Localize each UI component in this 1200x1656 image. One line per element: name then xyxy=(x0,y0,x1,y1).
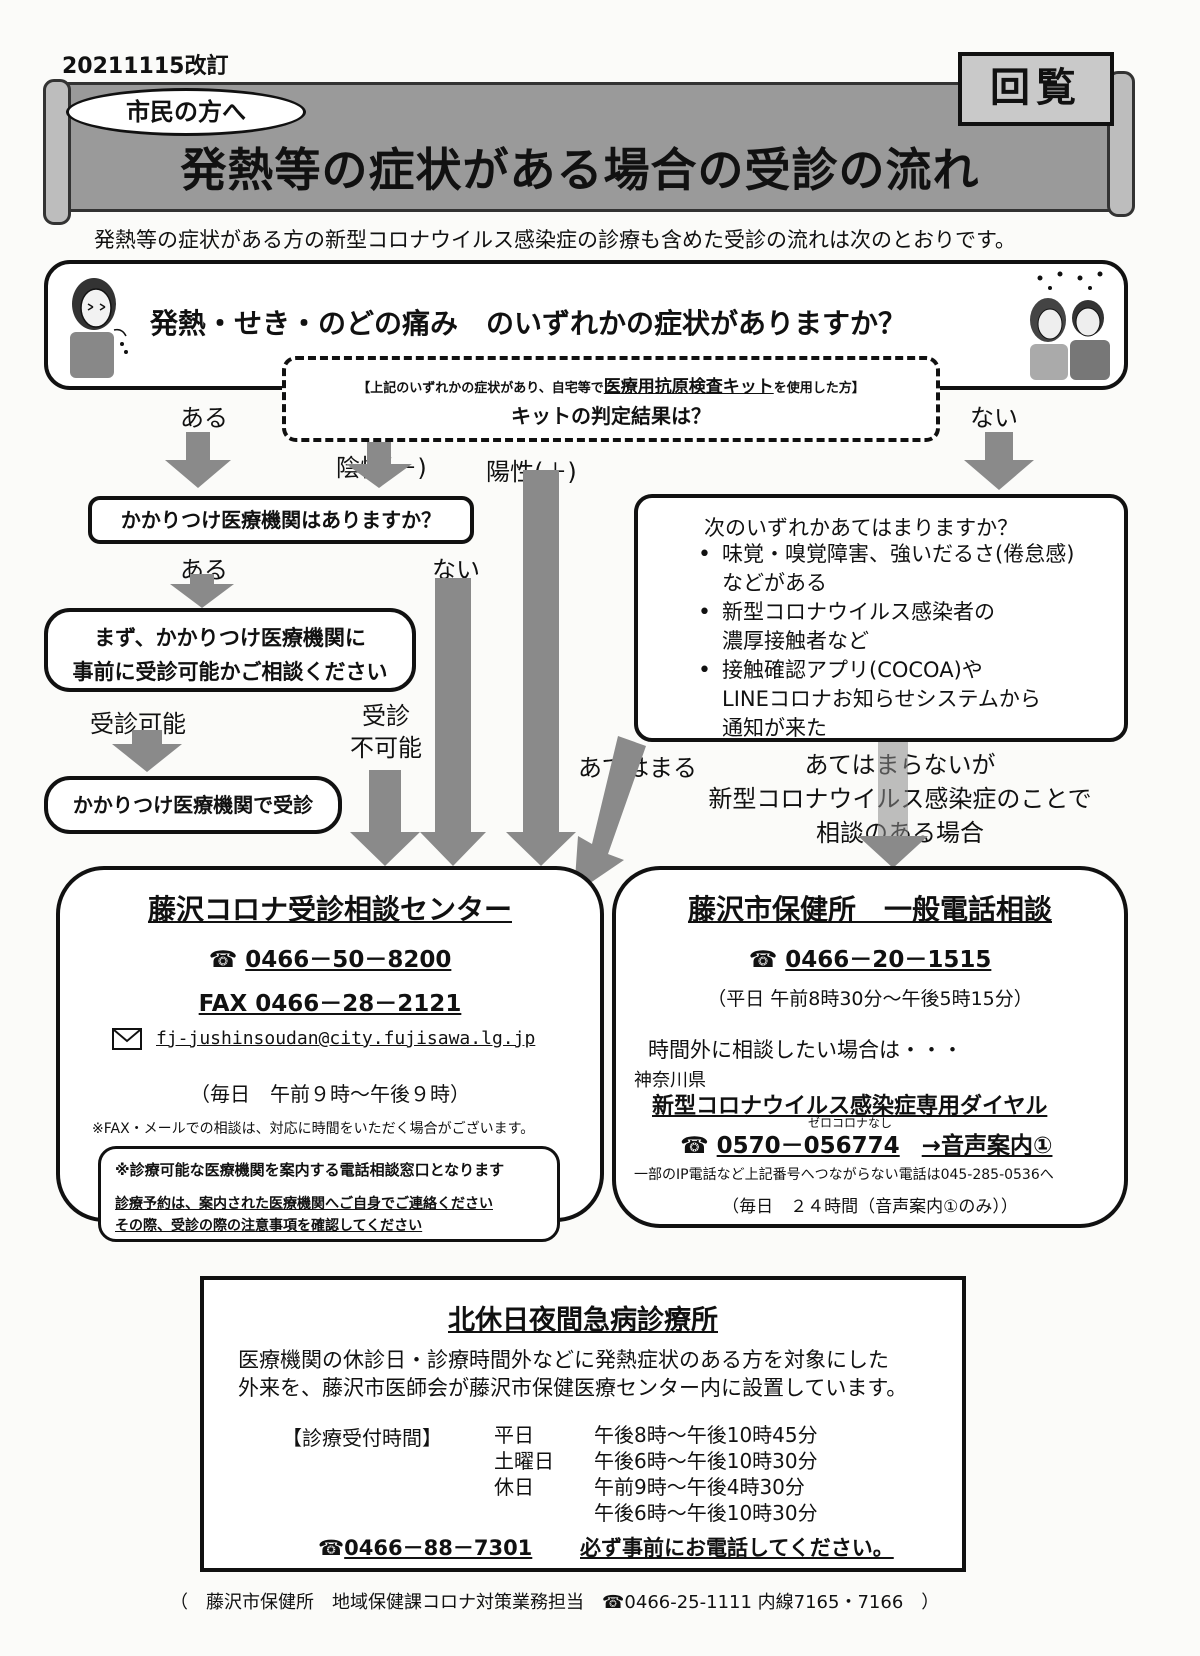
night-clinic-title: 北休日夜間急病診療所 xyxy=(200,1298,966,1337)
dial-hours: （毎日 ２４時間（音声案内①のみ）） xyxy=(612,1192,1128,1217)
after-hours-text: 時間外に相談したい場合は・・・ xyxy=(648,1034,963,1064)
label-not-possible-1: 受診 xyxy=(336,700,436,732)
circulation-box: 回覧 xyxy=(958,52,1114,126)
reception-row: 午後6時～午後10時30分 xyxy=(494,1500,818,1526)
label-not-possible-2: 不可能 xyxy=(336,732,436,764)
center-email-row: fj-jushinsoudan@city.fujisawa.lg.jp xyxy=(112,1028,535,1050)
page-title: 発熱等の症状がある場合の受診の流れ xyxy=(80,134,1080,200)
arrow-not-possible xyxy=(350,770,420,866)
intro-text: 発熱等の症状がある方の新型コロナウイルス感染症の診療も含めた受診の流れは次のとお… xyxy=(94,224,1016,254)
checklist-box: 次のいずれかあてはまりますか？ 味覚・嗅覚障害、強いだるさ(倦怠感) などがある… xyxy=(634,494,1128,742)
center-fax: FAX 0466－28－2121 xyxy=(56,984,604,1018)
kit-condition-post: を使用した方】 xyxy=(774,381,865,396)
label-yes: ある xyxy=(180,398,228,433)
consult-line-2: 事前に受診可能かご相談ください xyxy=(48,656,412,686)
reception-row: 休日 午前9時～午後4時30分 xyxy=(494,1474,818,1500)
checklist-items: 味覚・嗅覚障害、強いだるさ(倦怠感) などがある 新型コロナウイルス感染者の 濃… xyxy=(692,540,1074,743)
family-doctor-question: かかりつけ医療機関はありますか？ xyxy=(92,500,470,540)
dial-guide: →音声案内① xyxy=(922,1133,1053,1159)
center-notice-box: ※診療可能な医療機関を案内する電話相談窓口となります 診療予約は、案内された医療… xyxy=(98,1146,560,1242)
reception-label: 【診療受付時間】 xyxy=(282,1422,442,1451)
center-tel-row: ☎ 0466－50－8200 xyxy=(56,940,604,974)
label-no: ない xyxy=(970,398,1018,433)
consult-family-doctor-box: まず、かかりつけ医療機関に 事前に受診可能かご相談ください xyxy=(44,608,416,692)
night-clinic-desc-1: 医療機関の休診日・診療時間外などに発熱症状のある方を対象にした xyxy=(238,1344,889,1374)
night-clinic-desc-2: 外来を、藤沢市医師会が藤沢市保健医療センター内に設置しています。 xyxy=(238,1372,907,1402)
kit-condition: 【上記のいずれかの症状があり、自宅等で医療用抗原検査キットを使用した方】 xyxy=(282,372,940,397)
kit-condition-pre: 【上記のいずれかの症状があり、自宅等で xyxy=(357,381,603,396)
center-email[interactable]: fj-jushinsoudan@city.fujisawa.lg.jp xyxy=(156,1028,535,1049)
phone-icon: ☎ xyxy=(680,1133,717,1159)
dial-tel[interactable]: 0570－056774 xyxy=(717,1133,900,1159)
phone-icon: ☎ xyxy=(318,1536,344,1560)
center-tel[interactable]: 0466－50－8200 xyxy=(245,947,451,973)
checklist-item: 新型コロナウイルス感染者の 濃厚接触者など xyxy=(692,598,1074,656)
scroll-left-curl xyxy=(43,79,71,225)
footer-contact: （ 藤沢市保健所 地域保健課コロナ対策業務担当 ☎0466-25-1111 内線… xyxy=(170,1588,939,1614)
arrow-not-applies xyxy=(858,742,928,868)
ip-note: 一部のIP電話など上記番号へつながらない電話は045-285-0536へ xyxy=(634,1164,1054,1184)
visit-family-doctor-box: かかりつけ医療機関で受診 xyxy=(44,776,342,834)
center-notice-1: ※診療可能な医療機関を案内する電話相談窓口となります xyxy=(115,1159,504,1180)
phone-icon: ☎ xyxy=(209,947,246,973)
kit-question: キットの判定結果は？ xyxy=(282,400,940,429)
sick-person-icon xyxy=(60,272,130,382)
call-ahead: 必ず事前にお電話してください。 xyxy=(580,1532,894,1562)
center-notice-3: その際、受診の際の注意事項を確認してください xyxy=(115,1215,422,1235)
checklist-title: 次のいずれかあてはまりますか？ xyxy=(704,512,1018,542)
arrow-possible xyxy=(112,730,182,772)
reception-row: 平日 午後8時～午後10時45分 xyxy=(494,1422,818,1448)
dial-tel-row: ☎ 0570－056774 →音声案内① xyxy=(680,1126,1052,1160)
arrow-negative xyxy=(346,442,412,490)
health-center-hours: （平日 午前8時30分～午後5時15分） xyxy=(612,984,1128,1011)
reception-row: 土曜日 午後6時～午後10時30分 xyxy=(494,1448,818,1474)
circulation-label: 回覧 xyxy=(990,65,1082,111)
reception-table: 平日 午後8時～午後10時45分 土曜日 午後6時～午後10時30分 休日 午前… xyxy=(494,1422,818,1526)
label-not-possible: 受診 不可能 xyxy=(336,700,436,764)
consult-line-1: まず、かかりつけ医療機関に xyxy=(48,622,412,652)
family-icon xyxy=(1020,270,1120,382)
night-clinic-tel-row: ☎0466－88－7301 xyxy=(318,1532,532,1562)
symptom-question: 発熱・せき・のどの痛み のいずれかの症状がありますか？ xyxy=(150,302,906,342)
audience-label: 市民の方へ xyxy=(126,98,246,126)
center-note: ※FAX・メールでの相談は、対応に時間をいただく場合がございます。 xyxy=(92,1118,534,1138)
audience-oval: 市民の方へ xyxy=(66,88,306,136)
night-clinic-tel[interactable]: 0466－88－7301 xyxy=(344,1536,532,1560)
checklist-item: 味覚・嗅覚障害、強いだるさ(倦怠感) などがある xyxy=(692,540,1074,598)
health-center-title: 藤沢市保健所 一般電話相談 xyxy=(612,888,1128,928)
center-hours: （毎日 午前９時～午後９時） xyxy=(56,1078,604,1107)
revision-label: 20211115改訂 xyxy=(62,48,228,80)
kit-condition-link: 医療用抗原検査キット xyxy=(604,377,774,397)
visit-family-doctor: かかりつけ医療機関で受診 xyxy=(48,780,338,830)
arrow-yes xyxy=(165,432,231,488)
family-doctor-question-box: かかりつけ医療機関はありますか？ xyxy=(88,496,474,544)
antigen-kit-box xyxy=(282,356,940,442)
center-title: 藤沢コロナ受診相談センター xyxy=(56,888,604,928)
phone-icon: ☎ xyxy=(749,947,786,973)
mail-icon xyxy=(112,1028,142,1050)
health-center-tel-row: ☎ 0466－20－1515 xyxy=(612,940,1128,974)
center-notice-2: 診療予約は、案内された医療機関へご自身でご連絡ください xyxy=(115,1193,493,1213)
arrow-yes-2 xyxy=(170,574,234,608)
checklist-item: 接触確認アプリ(COCOA)や LINEコロナお知らせシステムから 通知が来た xyxy=(692,656,1074,743)
health-center-tel[interactable]: 0466－20－1515 xyxy=(785,947,991,973)
arrow-no xyxy=(964,432,1034,490)
